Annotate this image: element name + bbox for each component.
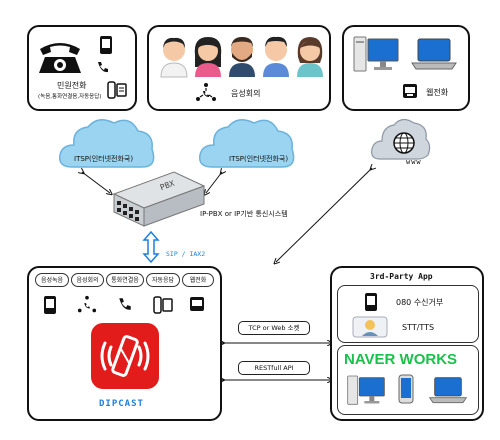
stt-tts-icon: [352, 316, 388, 338]
laptop-icon: [411, 38, 457, 70]
person-5-icon: [297, 37, 323, 77]
link-mid-cloud-pbx: [206, 172, 222, 193]
desktop-computer-icon: [353, 36, 399, 72]
naver-works-box: [337, 345, 479, 415]
conference-label: 음성회의: [231, 89, 261, 98]
desktop-computer-icon: [347, 375, 385, 405]
pill-ringback: 통화연결음: [106, 273, 144, 287]
third-party-title: 3rd-Party App: [370, 272, 433, 281]
rest-tag: RESTfull API: [238, 361, 310, 375]
mobile-icon: [44, 296, 56, 314]
mobile-icon: [365, 293, 377, 311]
pill-recording: 음성녹음: [35, 273, 69, 287]
sip-arrow: [142, 230, 160, 264]
conference-call-icon: [196, 83, 216, 101]
person-2-icon: [194, 37, 222, 77]
web-phone-icon: [190, 297, 204, 311]
handset-icon: [98, 62, 108, 73]
tcp-tag: TCP or Web 소켓: [238, 321, 310, 335]
web-phone-panel: 웹전화: [342, 25, 470, 111]
cloud-mid-label: ITSP(인터넷전화국): [229, 155, 289, 163]
cloud-right-icon: [371, 118, 431, 160]
cloud-right-label: www: [406, 158, 422, 166]
pbx-caption: IP-PBX or IP기반 통신시스템: [200, 210, 288, 218]
stt-tts-label: STT/TTS: [402, 323, 435, 332]
person-3-icon: [229, 37, 255, 77]
web-phone-label: 웹전화: [426, 88, 449, 97]
person-4-icon: [263, 36, 289, 77]
web-phone-icon: [403, 84, 417, 98]
third-party-panel: 3rd-Party App 080 수신거부 STT/TTS NAVER WOR…: [330, 266, 484, 421]
third-party-inner-box: [337, 285, 479, 343]
person-1-icon: [160, 37, 188, 78]
conference-panel: 음성회의: [147, 25, 331, 111]
cloud-mid-icon: [199, 119, 295, 168]
dipcast-name: DIPCAST: [99, 399, 144, 409]
dipcast-logo-icon: [91, 323, 159, 389]
dipcast-panel: 음성녹음 음성회의 통화연결음 자동응답 웹전화 DIPCAST: [27, 266, 222, 421]
phone-panel-title: 민원전화: [57, 81, 87, 90]
cloud-left-icon: [59, 119, 155, 168]
mobile-icon: [100, 36, 112, 54]
link-left-cloud-pbx: [82, 172, 110, 193]
sip-label: SIP / IAX2: [166, 250, 206, 258]
pill-conference: 음성회의: [71, 273, 104, 287]
smartphone-icon: [398, 374, 414, 404]
desk-phone-icon: [39, 43, 81, 73]
pill-web-phone: 웹전화: [182, 273, 214, 287]
phone-panel-subtitle: (녹음,통화연결음,자동응답): [38, 94, 102, 100]
pill-auto-response: 자동응답: [146, 273, 180, 287]
conference-call-icon: [77, 295, 97, 313]
pbx-device-icon: [112, 171, 206, 227]
cloud-left-label: ITSP(인터넷전화국): [74, 155, 134, 163]
laptop-icon: [428, 377, 468, 404]
phone-panel: 민원전화 (녹음,통화연결음,자동응답): [27, 25, 137, 111]
handset-icon: [119, 298, 131, 310]
naver-works-logo: NAVER WORKS: [344, 351, 458, 368]
link-www-thirdparty: [276, 168, 372, 262]
reject-080-label: 080 수신거부: [396, 298, 444, 307]
voip-phone-icon: [153, 296, 173, 314]
voip-phone-icon: [107, 81, 127, 99]
